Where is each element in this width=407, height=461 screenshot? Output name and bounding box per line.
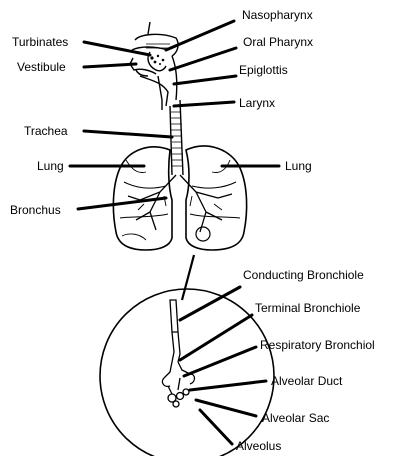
head-illustration	[130, 22, 178, 110]
label-nasopharynx: Nasopharynx	[242, 8, 313, 22]
label-lung-left: Lung	[37, 159, 64, 173]
bronchial-tree	[128, 175, 232, 232]
nasal-texture	[150, 55, 164, 65]
leader-lines	[70, 21, 279, 444]
leader-vestibule	[84, 64, 136, 67]
label-lung-right: Lung	[285, 159, 312, 173]
leader-nasopharynx	[166, 21, 234, 50]
leader-larynx	[174, 102, 234, 106]
label-oral-pharynx: Oral Pharynx	[243, 35, 313, 49]
label-trachea: Trachea	[24, 124, 68, 138]
label-terminal-bronchiole: Terminal Bronchiole	[255, 301, 361, 315]
label-larynx: Larynx	[239, 96, 275, 110]
label-bronchus: Bronchus	[10, 203, 61, 217]
labels-right: Nasopharynx Oral Pharynx Epiglottis Lary…	[236, 8, 375, 453]
leader-turbinates	[84, 42, 150, 55]
label-alveolar-duct: Alveolar Duct	[271, 374, 343, 388]
label-vestibule: Vestibule	[17, 60, 66, 74]
leader-trachea	[84, 131, 172, 137]
label-alveolar-sac: Alveolar Sac	[262, 411, 329, 425]
leader-epiglottis	[174, 76, 236, 84]
label-respiratory-bronchiol: Respiratory Bronchiol	[260, 338, 375, 352]
label-alveolus: Alveolus	[236, 439, 281, 453]
leader-alveolar-duct	[190, 381, 266, 390]
label-turbinates: Turbinates	[12, 35, 68, 49]
magnify-connector-line	[182, 255, 194, 300]
leader-alveolus	[200, 410, 232, 444]
leader-oral-pharynx	[170, 48, 236, 70]
labels-left: Turbinates Vestibule Trachea Lung Bronch…	[10, 35, 68, 217]
label-epiglottis: Epiglottis	[239, 63, 288, 77]
label-conducting-bronchiole: Conducting Bronchiole	[243, 268, 364, 282]
